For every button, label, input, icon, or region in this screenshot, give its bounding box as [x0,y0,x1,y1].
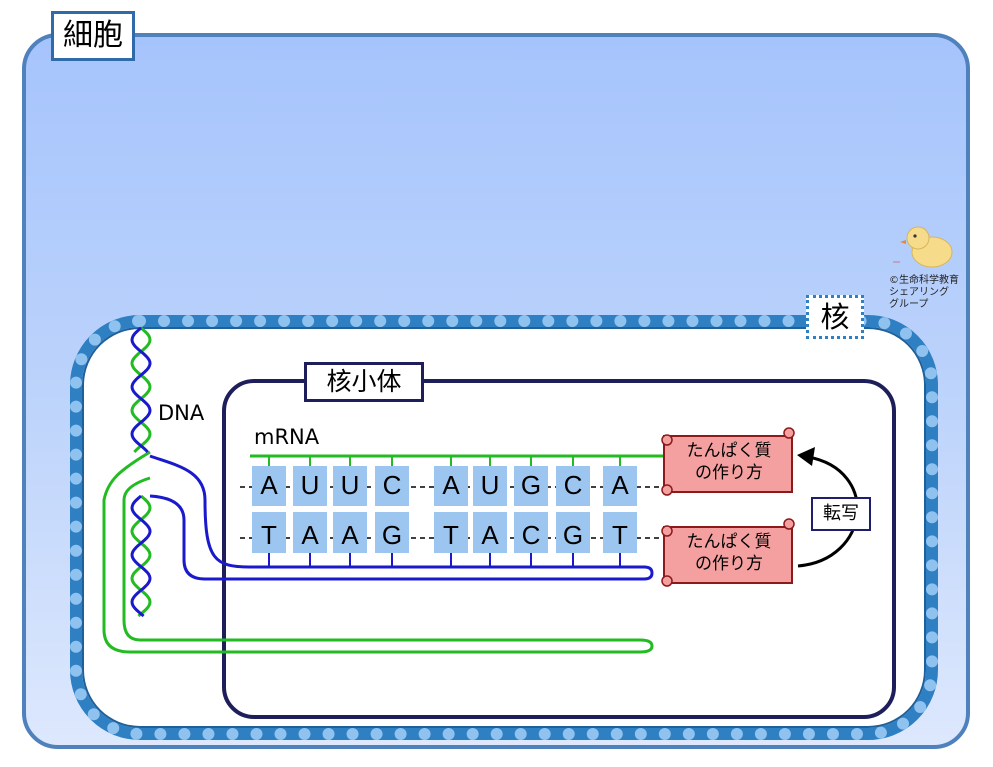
dna-base-shape [333,512,367,553]
protein-recipe-line2: の作り方 [695,463,763,483]
dna-base-shape [293,512,327,553]
transcription-label: 転写 [811,497,871,531]
credit-line1: ©生命科学教育 [889,275,959,286]
dna-base-shape [375,512,409,553]
dna-base-letter: T [261,520,277,550]
helix-strand [130,326,152,454]
dna-base-letter: A [341,520,359,550]
rna-base-letter: A [611,470,629,500]
rna-base-shape [473,466,507,506]
protein-recipe-scroll-top [661,427,795,496]
dna-base-letter: T [443,520,459,550]
dna-base-shape [252,512,286,553]
rna-base-letter: U [340,470,360,500]
credit-line3: グループ [889,299,929,310]
dna-double-helix [130,326,152,618]
rna-base-shape [434,466,468,506]
protein-recipe-line1: たんぱく質 [686,532,772,552]
dna-base-shape [603,512,637,553]
rna-base-shape [375,466,409,506]
dna-base-shape [434,512,468,553]
nucleus-label: 核 [806,295,864,339]
rna-base-letter: C [563,470,583,500]
dna-base-shape [514,512,548,553]
protein-recipe-text-top: たんぱく質 の作り方 [669,440,789,484]
protein-recipe-scroll-bottom [661,518,795,587]
dna-base-letter: C [521,520,541,550]
rna-base-letter: U [480,470,500,500]
dna-base-letter: A [301,520,319,550]
transcription-arrow-head [797,447,815,466]
dna-blue-strand-loop [149,454,654,581]
credit-line2: シェアリング [889,287,949,298]
dna-base-shape [473,512,507,553]
rna-base-shape [252,466,286,506]
helix-strand [130,326,152,454]
rna-base-shape [556,466,590,506]
nucleolus-label: 核小体 [304,362,424,402]
dna-base-shape [556,512,590,553]
protein-recipe-line1: たんぱく質 [686,441,772,461]
dna-base-letter: A [481,520,499,550]
dna-base-letter: G [562,520,584,550]
dna-label: DNA [158,401,205,425]
rna-base-shape [293,466,327,506]
rna-base-letter: C [382,470,402,500]
dna-base-letter: G [381,520,403,550]
dna-base-letter: T [612,520,628,550]
protein-recipe-text-bottom: たんぱく質 の作り方 [669,531,789,575]
rna-base-shape [603,466,637,506]
helix-strand [130,494,152,618]
dna-green-strand-loop [102,450,654,654]
rna-base-letter: U [300,470,320,500]
rna-base-shape [333,466,367,506]
base-pairs [252,456,637,567]
rna-base-shape [514,466,548,506]
credit-text: ©生命科学教育 シェアリング グループ [889,275,959,311]
mrna-label: mRNA [254,425,320,449]
rna-base-letter: A [260,470,278,500]
rna-base-letter: G [520,470,542,500]
protein-recipe-line2: の作り方 [695,554,763,574]
rna-base-letter: A [442,470,460,500]
cell-label: 細胞 [51,11,135,61]
chick-mascot-icon [893,226,953,268]
helix-strand [130,494,152,618]
